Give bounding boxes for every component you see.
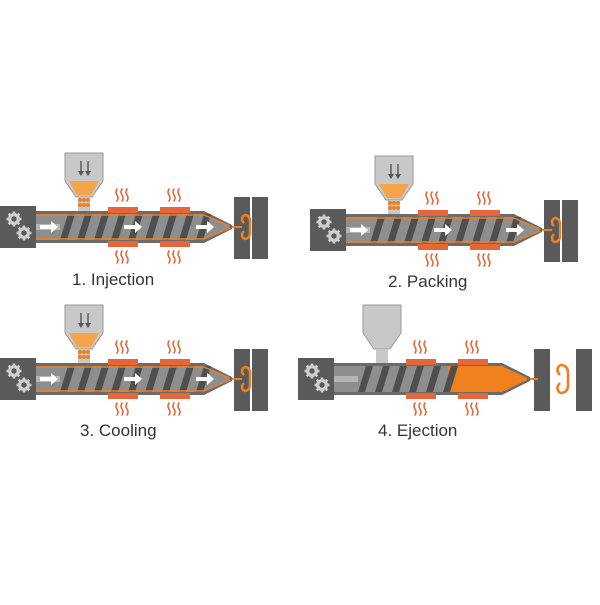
flow-arrow-icon	[124, 221, 142, 233]
gearbox	[298, 358, 334, 400]
pellets	[69, 181, 99, 195]
heat-wave-icon	[167, 188, 181, 202]
heater-band-icon	[160, 207, 190, 247]
gear-icon	[16, 225, 32, 241]
hopper-icon	[64, 304, 104, 363]
flow-arrow-icon	[434, 224, 452, 236]
heat-wave-icon	[413, 340, 427, 354]
step-label-injection: 1. Injection	[72, 270, 155, 289]
gearbox	[0, 358, 36, 400]
ejected-part-icon	[556, 363, 570, 395]
flow-arrow-icon	[506, 224, 524, 236]
gear-icon	[6, 211, 22, 227]
mold-cavity	[240, 213, 252, 241]
step-label-ejection: 4. Ejection	[378, 421, 458, 440]
gear-icon	[16, 377, 32, 393]
flow-arrow-icon	[124, 373, 142, 385]
heat-wave-icon	[477, 191, 491, 205]
heat-wave-icon	[465, 340, 479, 354]
heater-band-icon	[108, 207, 138, 247]
heat-wave-icon	[167, 250, 181, 264]
mold-icon	[542, 200, 578, 262]
machine-packing	[310, 155, 578, 267]
flow-arrow-icon	[196, 221, 214, 233]
mold-icon	[530, 349, 592, 411]
gear-icon	[314, 377, 330, 393]
heater-band-icon	[458, 359, 488, 399]
step-label-packing: 2. Packing	[388, 272, 468, 291]
hopper-icon	[64, 152, 104, 211]
step-label-cooling: 3. Cooling	[80, 421, 157, 440]
hopper-icon	[374, 155, 414, 214]
flow-arrow-icon	[40, 373, 58, 385]
heat-wave-icon	[167, 402, 181, 416]
heat-wave-icon	[115, 402, 129, 416]
heat-wave-icon	[425, 191, 439, 205]
heat-wave-icon	[477, 253, 491, 267]
heater-band-icon	[108, 359, 138, 399]
machine-ejection	[298, 304, 592, 416]
gear-icon	[316, 214, 332, 230]
gear-icon	[6, 363, 22, 379]
mold-icon	[232, 197, 268, 259]
heater-band-icon	[418, 210, 448, 250]
screw	[334, 366, 527, 392]
heat-wave-icon	[425, 253, 439, 267]
mold-cavity	[240, 365, 252, 393]
machine-cooling	[0, 304, 268, 416]
heat-wave-icon	[167, 340, 181, 354]
heat-wave-icon	[413, 402, 427, 416]
heater-band-icon	[470, 210, 500, 250]
flow-arrow-icon	[196, 373, 214, 385]
machine-injection	[0, 152, 268, 264]
gearbox	[0, 206, 36, 248]
mold-icon	[232, 349, 268, 411]
gear-icon	[326, 228, 342, 244]
heat-wave-icon	[115, 188, 129, 202]
heat-wave-icon	[115, 250, 129, 264]
pellets	[379, 184, 409, 198]
melt-front	[448, 366, 527, 392]
heater-band-icon	[160, 359, 190, 399]
flow-arrow-icon	[40, 221, 58, 233]
flow-arrow-icon	[350, 224, 368, 236]
heater-band-icon	[406, 359, 436, 399]
pellets	[69, 333, 99, 347]
gearbox	[310, 209, 346, 251]
gear-icon	[304, 363, 320, 379]
heat-wave-icon	[115, 340, 129, 354]
heat-wave-icon	[465, 402, 479, 416]
hopper-icon	[362, 304, 402, 363]
mold-cavity	[550, 216, 562, 244]
